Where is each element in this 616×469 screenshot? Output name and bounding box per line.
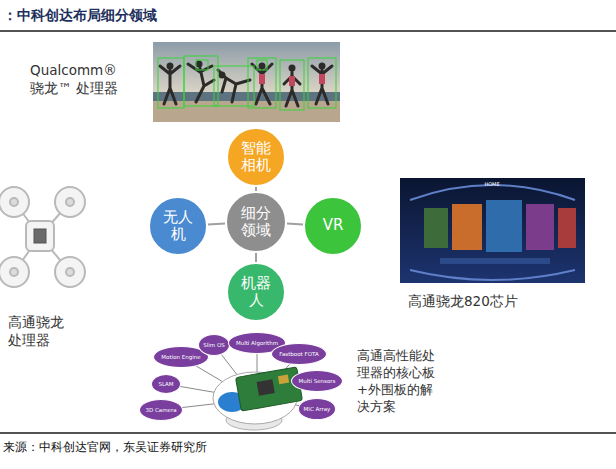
drone-picture-part bbox=[0, 187, 29, 217]
robot-picture-part bbox=[257, 379, 275, 396]
vr-picture bbox=[400, 178, 585, 283]
drone-picture-part bbox=[66, 268, 74, 276]
processor-label: Qualcomm® 骁龙™ 处理器 bbox=[30, 62, 134, 97]
yoga-photo-part-part bbox=[158, 58, 184, 108]
yoga-photo-part bbox=[167, 61, 326, 79]
yoga-photo-part-part bbox=[308, 58, 336, 108]
vr-picture-part bbox=[410, 185, 575, 200]
drone-picture-part bbox=[55, 257, 85, 287]
domain-name: 机器人 bbox=[241, 275, 271, 310]
drone-picture-part bbox=[10, 268, 18, 276]
yoga-photo-part-part bbox=[257, 60, 267, 70]
domain-circle: 智能相机 bbox=[226, 127, 286, 187]
feature-name: Motion Engine bbox=[161, 354, 200, 360]
yoga-photo-part bbox=[160, 64, 332, 106]
yoga-photo-part-part bbox=[160, 66, 180, 104]
vr-picture-part bbox=[410, 270, 575, 280]
drone-picture bbox=[0, 187, 85, 287]
feature-bubble: MIC Array bbox=[298, 398, 337, 420]
vr-picture-part bbox=[558, 208, 576, 248]
vr-picture-part bbox=[440, 258, 550, 264]
yoga-photo-part-part bbox=[196, 60, 208, 70]
yoga-photo-part bbox=[259, 74, 325, 86]
yoga-photo-part-part bbox=[319, 63, 326, 70]
yoga-photo-part-part bbox=[259, 63, 266, 70]
drone-picture-part bbox=[55, 187, 85, 217]
drone-picture-part bbox=[26, 221, 54, 251]
domain-name: 无人机 bbox=[163, 209, 193, 244]
domain-name: 智能相机 bbox=[241, 140, 271, 175]
feature-bubble: Slim OS bbox=[198, 334, 230, 356]
vr-picture-part bbox=[486, 200, 522, 252]
chip-label: 高通骁龙820芯片 bbox=[408, 293, 558, 311]
yoga-photo-part-part bbox=[289, 65, 296, 72]
robot-picture-part bbox=[278, 375, 289, 385]
hub-circle: 细分领域 bbox=[225, 191, 287, 253]
robot-picture-part bbox=[236, 367, 303, 411]
feature-name: 3D Camera bbox=[145, 407, 176, 413]
yoga-photo-part-part bbox=[218, 70, 250, 102]
solution-label: 高通高性能处理器的核心板+外围板的解决方案 bbox=[357, 348, 439, 416]
connector-line bbox=[287, 223, 303, 226]
vr-picture-part bbox=[424, 208, 448, 248]
figure-title: ：中科创达布局细分领域 bbox=[3, 7, 157, 25]
domain-circle: 无人机 bbox=[148, 196, 208, 256]
yoga-photo-part-part bbox=[184, 56, 218, 106]
feature-name: MIC Array bbox=[304, 406, 331, 412]
screen-text: HOME bbox=[480, 181, 504, 188]
domain-name: VR bbox=[323, 217, 344, 234]
drone-picture-part bbox=[34, 229, 46, 243]
yoga-photo-part-part bbox=[167, 63, 174, 70]
feature-bubble: 3D Camera bbox=[139, 399, 183, 421]
yoga-photo bbox=[153, 42, 340, 122]
feature-name: Multi Algorithm bbox=[236, 340, 278, 346]
yoga-photo-part-part bbox=[289, 76, 295, 86]
yoga-photo-part bbox=[153, 101, 340, 122]
vr-picture-part bbox=[400, 178, 585, 283]
domain-circle: VR bbox=[303, 196, 363, 256]
vr-picture-part bbox=[526, 204, 554, 250]
feature-bubble: Multi Sensors bbox=[291, 370, 343, 392]
vr-picture-part bbox=[452, 204, 482, 250]
yoga-photo-part-part bbox=[248, 58, 276, 108]
header-rule bbox=[0, 30, 616, 32]
processor-label: 高通骁龙处理器 bbox=[8, 314, 66, 349]
source-caption: 来源：中科创达官网，东吴证券研究所 bbox=[3, 439, 207, 456]
yoga-photo-part bbox=[158, 56, 336, 110]
domain-name: 细分领域 bbox=[241, 205, 271, 240]
yoga-photo-part-part bbox=[259, 74, 265, 84]
feature-bubble: SLAM bbox=[151, 374, 181, 394]
yoga-photo-part-part bbox=[284, 72, 300, 106]
yoga-photo-part-part bbox=[219, 72, 226, 79]
yoga-photo-part-part bbox=[312, 66, 332, 104]
feature-name: Slim OS bbox=[203, 342, 224, 348]
drone-picture-part bbox=[10, 198, 18, 206]
yoga-photo-part bbox=[153, 92, 340, 101]
yoga-photo-part-part bbox=[280, 60, 304, 110]
drone-picture-part bbox=[0, 257, 29, 287]
connector-line bbox=[255, 253, 257, 262]
feature-name: SLAM bbox=[158, 381, 173, 387]
footer-rule bbox=[0, 432, 616, 434]
connector-line bbox=[208, 223, 225, 226]
drone-picture-part bbox=[66, 198, 74, 206]
yoga-photo-part-part bbox=[196, 61, 203, 68]
domain-circle: 机器人 bbox=[226, 262, 286, 322]
feature-bubble: Fastboot FOTA bbox=[271, 343, 326, 365]
feature-name: Multi Sensors bbox=[299, 378, 336, 384]
feature-name: Fastboot FOTA bbox=[279, 351, 318, 357]
yoga-photo-part-part bbox=[319, 74, 325, 84]
